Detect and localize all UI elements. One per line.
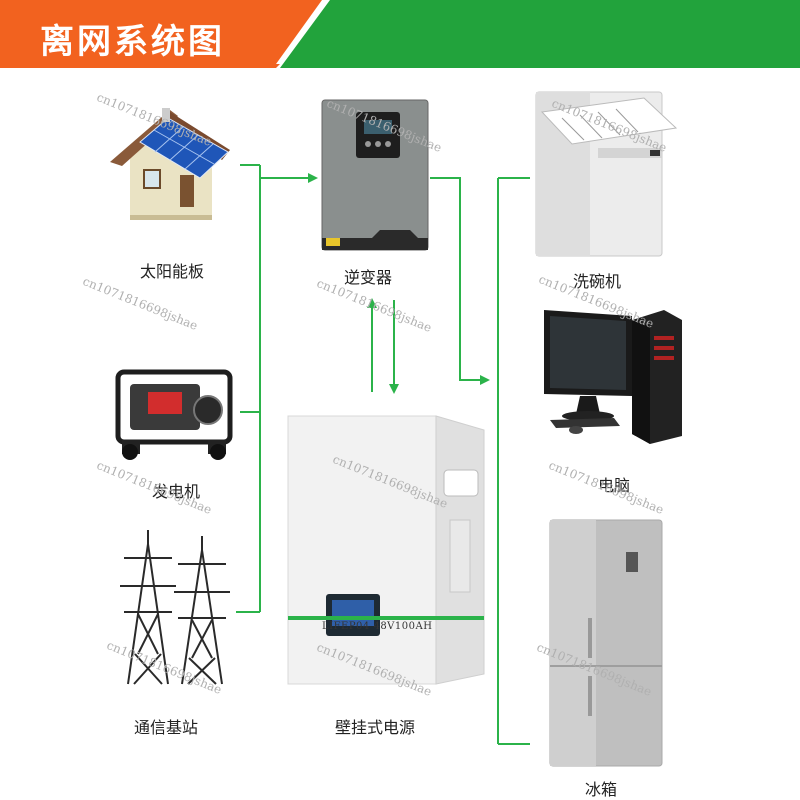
banner-orange xyxy=(0,0,322,64)
label-computer: 电脑 xyxy=(598,476,631,495)
label-generator: 发电机 xyxy=(152,482,201,501)
battery-icon xyxy=(287,415,485,685)
label-fridge: 冰箱 xyxy=(585,780,618,799)
power-tower-icon xyxy=(120,530,230,685)
inverter-icon xyxy=(321,99,429,251)
solar-house-icon xyxy=(110,108,230,220)
arrow-to-loads xyxy=(430,177,490,385)
page-title: 离网系统图 xyxy=(40,22,225,62)
label-tower: 通信基站 xyxy=(134,718,199,737)
label-battery: 壁挂式电源 xyxy=(335,718,416,737)
dishwasher-icon xyxy=(535,91,678,257)
fridge-icon xyxy=(549,519,663,767)
header-banner xyxy=(0,0,800,68)
label-dishwasher: 洗碗机 xyxy=(573,272,622,291)
battery-model: LIFEP04 48V100AH xyxy=(322,621,433,632)
generator-icon xyxy=(115,369,233,460)
label-inverter: 逆变器 xyxy=(344,268,393,287)
computer-icon xyxy=(544,310,682,444)
banner-green xyxy=(280,0,800,68)
label-solar: 太阳能板 xyxy=(140,262,205,281)
